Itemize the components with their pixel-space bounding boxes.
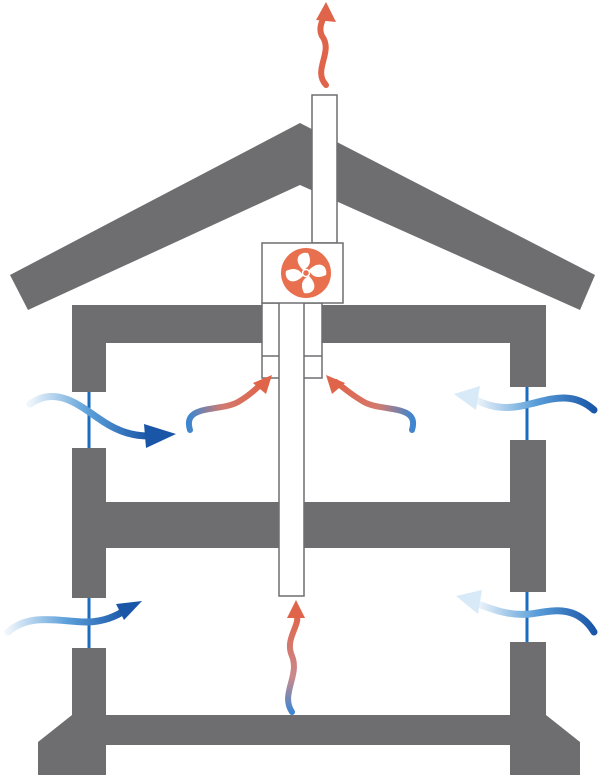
exhaust-chimney — [311, 94, 338, 244]
fan-icon — [281, 248, 331, 298]
warm-air-arrow-bottom — [285, 600, 305, 715]
roof-left — [10, 123, 300, 310]
extract-duct — [278, 299, 305, 597]
foundation-left — [38, 715, 106, 775]
middle-floor — [72, 502, 546, 548]
warm-air-arrow-right — [326, 375, 417, 433]
right-wall-upper — [510, 305, 546, 387]
roof-right — [300, 123, 595, 310]
left-wall-upper — [72, 305, 106, 392]
fresh-air-arrow-upper-left — [26, 392, 176, 448]
fresh-air-arrow-lower-right — [456, 590, 598, 636]
exhaust-warm-air-arrow — [316, 2, 336, 88]
warm-air-arrow-left — [185, 375, 272, 433]
foundation-right — [510, 715, 580, 775]
fresh-air-arrow-lower-left — [4, 601, 142, 636]
ground-floor — [72, 715, 546, 745]
fresh-air-arrow-upper-right — [454, 386, 598, 414]
left-wall-lower — [72, 648, 106, 728]
